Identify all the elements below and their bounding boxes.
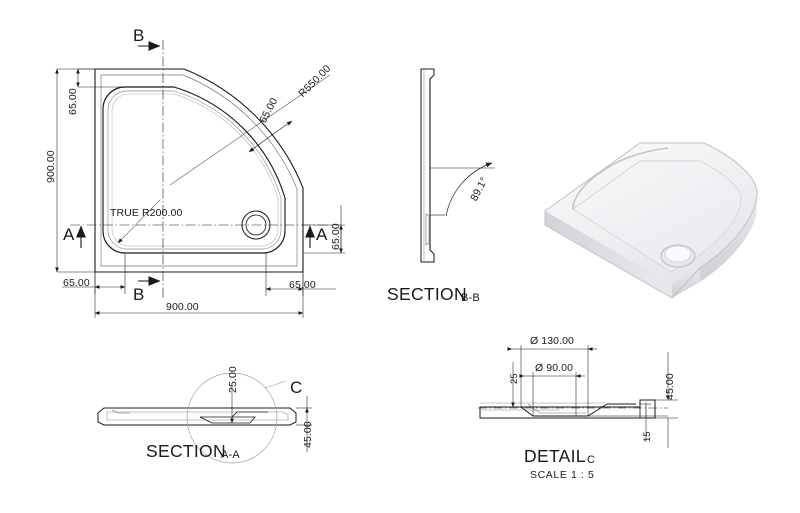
plan-dim-label-true-r200: TRUE R200.00 <box>110 207 183 219</box>
plan-r200-leader <box>117 199 161 244</box>
section-aa-detail-circle <box>186 372 287 464</box>
plan-wall-65-leader <box>248 120 293 153</box>
section-aa-profile <box>97 407 297 426</box>
plan-dim-label-inset-left-65: 65.00 <box>63 277 90 289</box>
plan-section-label-a-left: A <box>63 225 75 244</box>
plan-dim-65-top <box>76 68 125 88</box>
plan-dim-65-right <box>303 205 345 254</box>
detail-c-dim-label-recess-depth-25: 25 <box>509 373 520 384</box>
plan-dim-900-horizontal <box>94 272 304 318</box>
plan-dim-label-inset-top-65: 65.00 <box>67 88 79 115</box>
section-aa-dim-45 <box>296 396 312 452</box>
section-aa-dim-label-45: 45.00 <box>302 421 314 448</box>
plan-basin <box>102 86 286 254</box>
plan-dim-label-width-900: 900.00 <box>166 301 199 313</box>
detail-c-title: DETAIL <box>524 446 586 466</box>
detail-c-dim-45 <box>568 352 678 448</box>
detail-c-dim-15 <box>640 403 651 442</box>
plan-r550-leader <box>169 74 331 186</box>
plan-dim-label-height-900: 900.00 <box>45 150 57 183</box>
detail-c-dim-label-tray-height-45: 45.00 <box>664 373 676 400</box>
plan-section-label-b-bottom: B <box>133 285 145 304</box>
iso-shower-tray <box>544 142 758 299</box>
plan-section-label-a-right: A <box>316 225 328 244</box>
plan-centerlines <box>70 40 330 300</box>
detail-c-scale-note: SCALE 1 : 5 <box>530 469 595 481</box>
plan-dim-label-inset-bottom-65: 65.00 <box>289 279 316 291</box>
detail-c-dim-90 <box>519 372 585 416</box>
section-aa-dim-label-25: 25.00 <box>227 366 239 393</box>
plan-dim-label-inset-right-65: 65.00 <box>330 223 342 250</box>
section-aa-title: SECTION <box>146 441 226 461</box>
section-aa-detail-mark-c: C <box>290 378 303 397</box>
section-bb-angle-dim <box>430 162 495 217</box>
plan-section-label-b-top: B <box>133 26 145 45</box>
section-aa-subtitle: A-A <box>221 449 240 461</box>
detail-c-subtitle: C <box>587 454 596 466</box>
section-bb-profile <box>420 68 435 263</box>
detail-c-dim-130 <box>507 345 597 416</box>
detail-c-dim-label-outer-diameter: Ø 130.00 <box>530 335 574 347</box>
detail-c-profile <box>478 399 668 419</box>
detail-c-dim-label-inner-diameter: Ø 90.00 <box>535 362 574 374</box>
section-bb-subtitle: B-B <box>461 292 480 304</box>
detail-c-dim-label-lip-15: 15 <box>642 431 653 442</box>
section-bb-title: SECTION <box>387 284 467 304</box>
